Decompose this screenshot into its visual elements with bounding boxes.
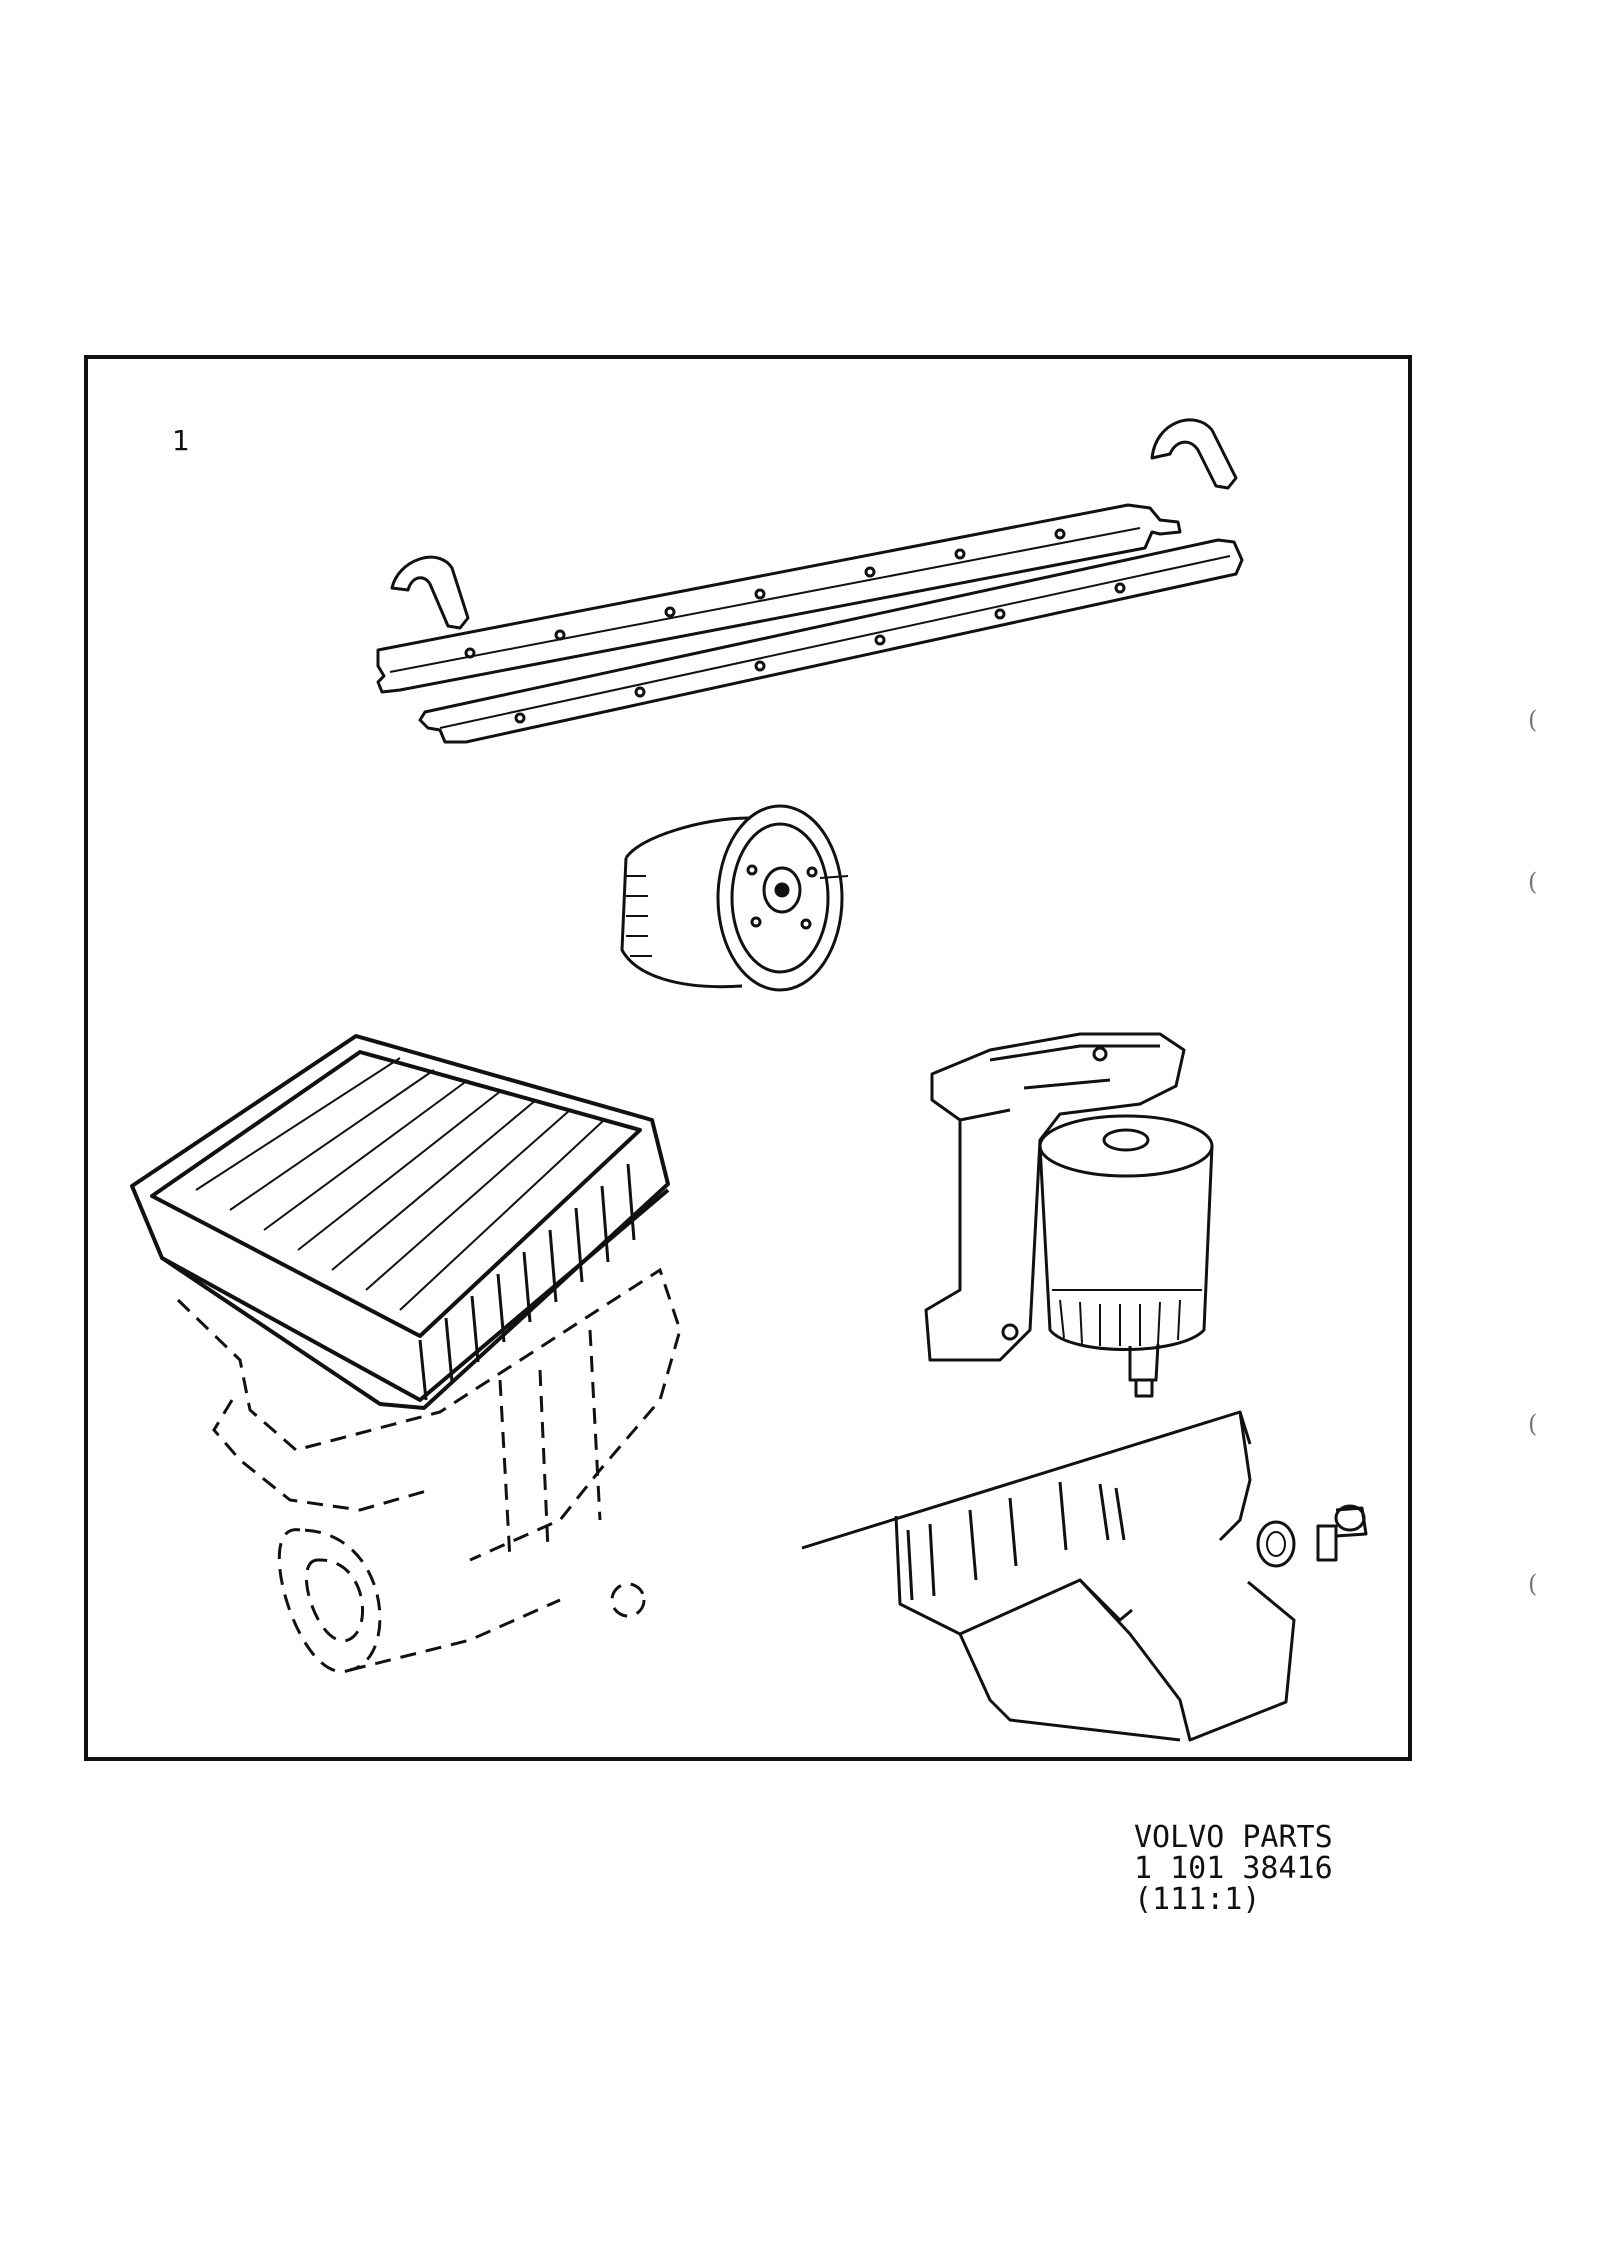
air-filter-housing-icon <box>176 1267 682 1674</box>
margin-mark: ( <box>1528 1570 1538 1598</box>
caption-line-part-number: 1 101 38416 <box>1134 1851 1333 1886</box>
margin-mark: ( <box>1528 868 1538 896</box>
margin-mark: ( <box>1528 1410 1538 1438</box>
fuel-filter-icon <box>924 1032 1214 1398</box>
valve-cover-gasket-icon <box>376 418 1244 744</box>
oil-filter-icon <box>620 804 849 992</box>
margin-mark: ( <box>1528 706 1538 734</box>
item-number: 1 <box>172 424 190 457</box>
air-filter-icon <box>130 1034 670 1410</box>
diagram-caption: VOLVO PARTS 1 101 38416 (111:1) <box>1134 1822 1333 1915</box>
diagram-frame <box>84 355 1412 1761</box>
caption-line-reference: (111:1) <box>1134 1882 1261 1917</box>
caption-line-brand: VOLVO PARTS <box>1134 1820 1333 1855</box>
oil-pan-icon <box>801 1410 1368 1742</box>
